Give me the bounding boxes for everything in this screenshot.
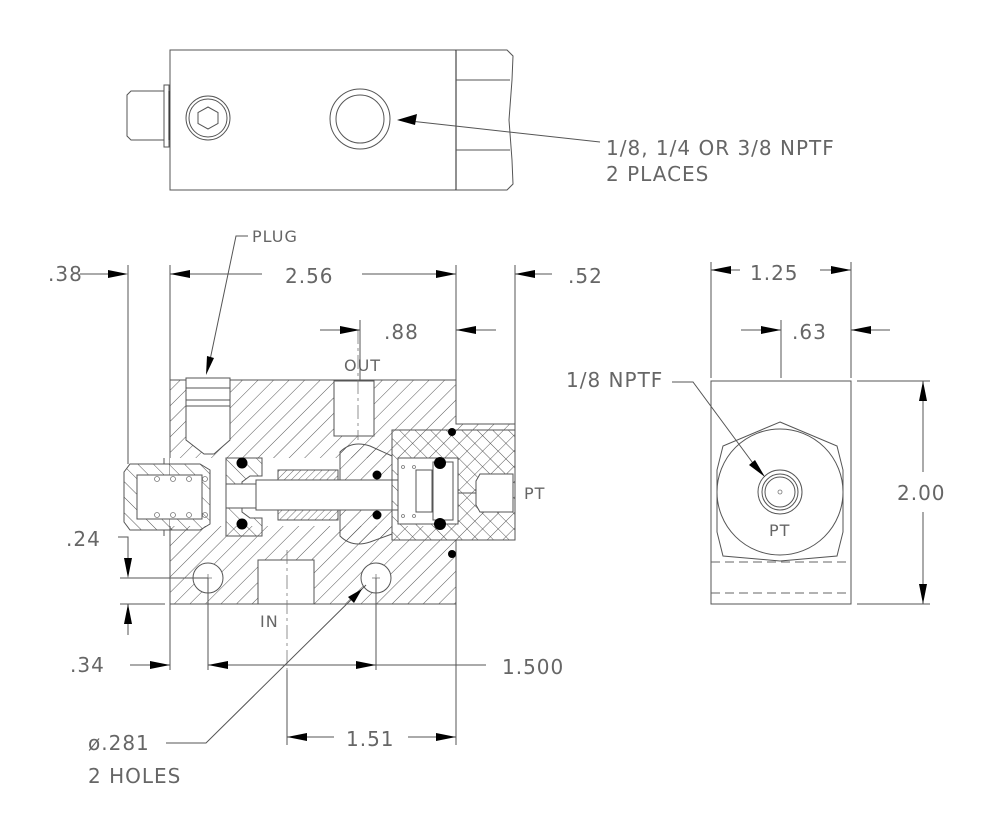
dim-256: 2.56 [285,264,334,288]
out-port [333,380,375,437]
dim-1500: 1.500 [502,655,564,679]
hex-socket-icon [185,95,231,141]
spool-stem [255,479,417,511]
end-pt-label: PT [769,521,790,540]
out-port-label: OUT [344,356,381,375]
dim-200: 2.00 [897,481,946,505]
section-view: OUT IN PT PLUG [48,227,603,788]
seal-gland [225,457,263,537]
end-view: PT 1/8 NPTF 1.25 .63 2.00 [566,261,946,605]
top-port-circle [329,88,391,150]
o-ring [372,510,382,520]
o-ring [434,457,446,469]
in-port [257,559,315,605]
top-note-arrowhead [397,114,417,125]
hex-fitting [716,421,844,562]
end-port-note: 1/8 NPTF [566,368,663,392]
top-note-leader [409,120,601,143]
in-port-label: IN [260,612,279,631]
o-ring [448,550,456,558]
dim-063: .63 [792,320,827,344]
top-note-line2: 2 PLACES [606,162,709,186]
dim-024: .24 [66,527,101,551]
pt-port-circle [757,469,803,515]
end-body [710,380,852,605]
hole-note-line1: ø.281 [88,731,150,755]
spring-coils [154,476,208,518]
hole-leader [166,584,367,744]
top-hex-fitting [455,49,514,191]
dim-052: .52 [568,264,603,288]
dim-038: .38 [48,262,83,286]
end-port-leader [672,381,759,471]
dim-088: .88 [384,320,419,344]
pt-port [475,473,514,513]
o-ring [372,470,382,480]
pt-port-label: PT [524,484,545,503]
dim-125: 1.25 [750,261,799,285]
top-plug-stub [126,84,170,148]
o-ring [236,518,248,530]
o-ring [448,428,456,436]
cartridge-holes [401,465,416,518]
o-ring [434,518,446,530]
dim-151: 1.51 [346,727,395,751]
plug-leader [209,235,248,361]
top-note-line1: 1/8, 1/4 OR 3/8 NPTF [606,136,835,160]
top-view: 1/8, 1/4 OR 3/8 NPTF 2 PLACES [126,49,835,191]
plug-cavity [185,377,231,455]
hole-note-line2: 2 HOLES [88,764,181,788]
plug-label: PLUG [252,227,298,246]
dim-034: .34 [70,653,105,677]
o-ring [236,457,248,469]
